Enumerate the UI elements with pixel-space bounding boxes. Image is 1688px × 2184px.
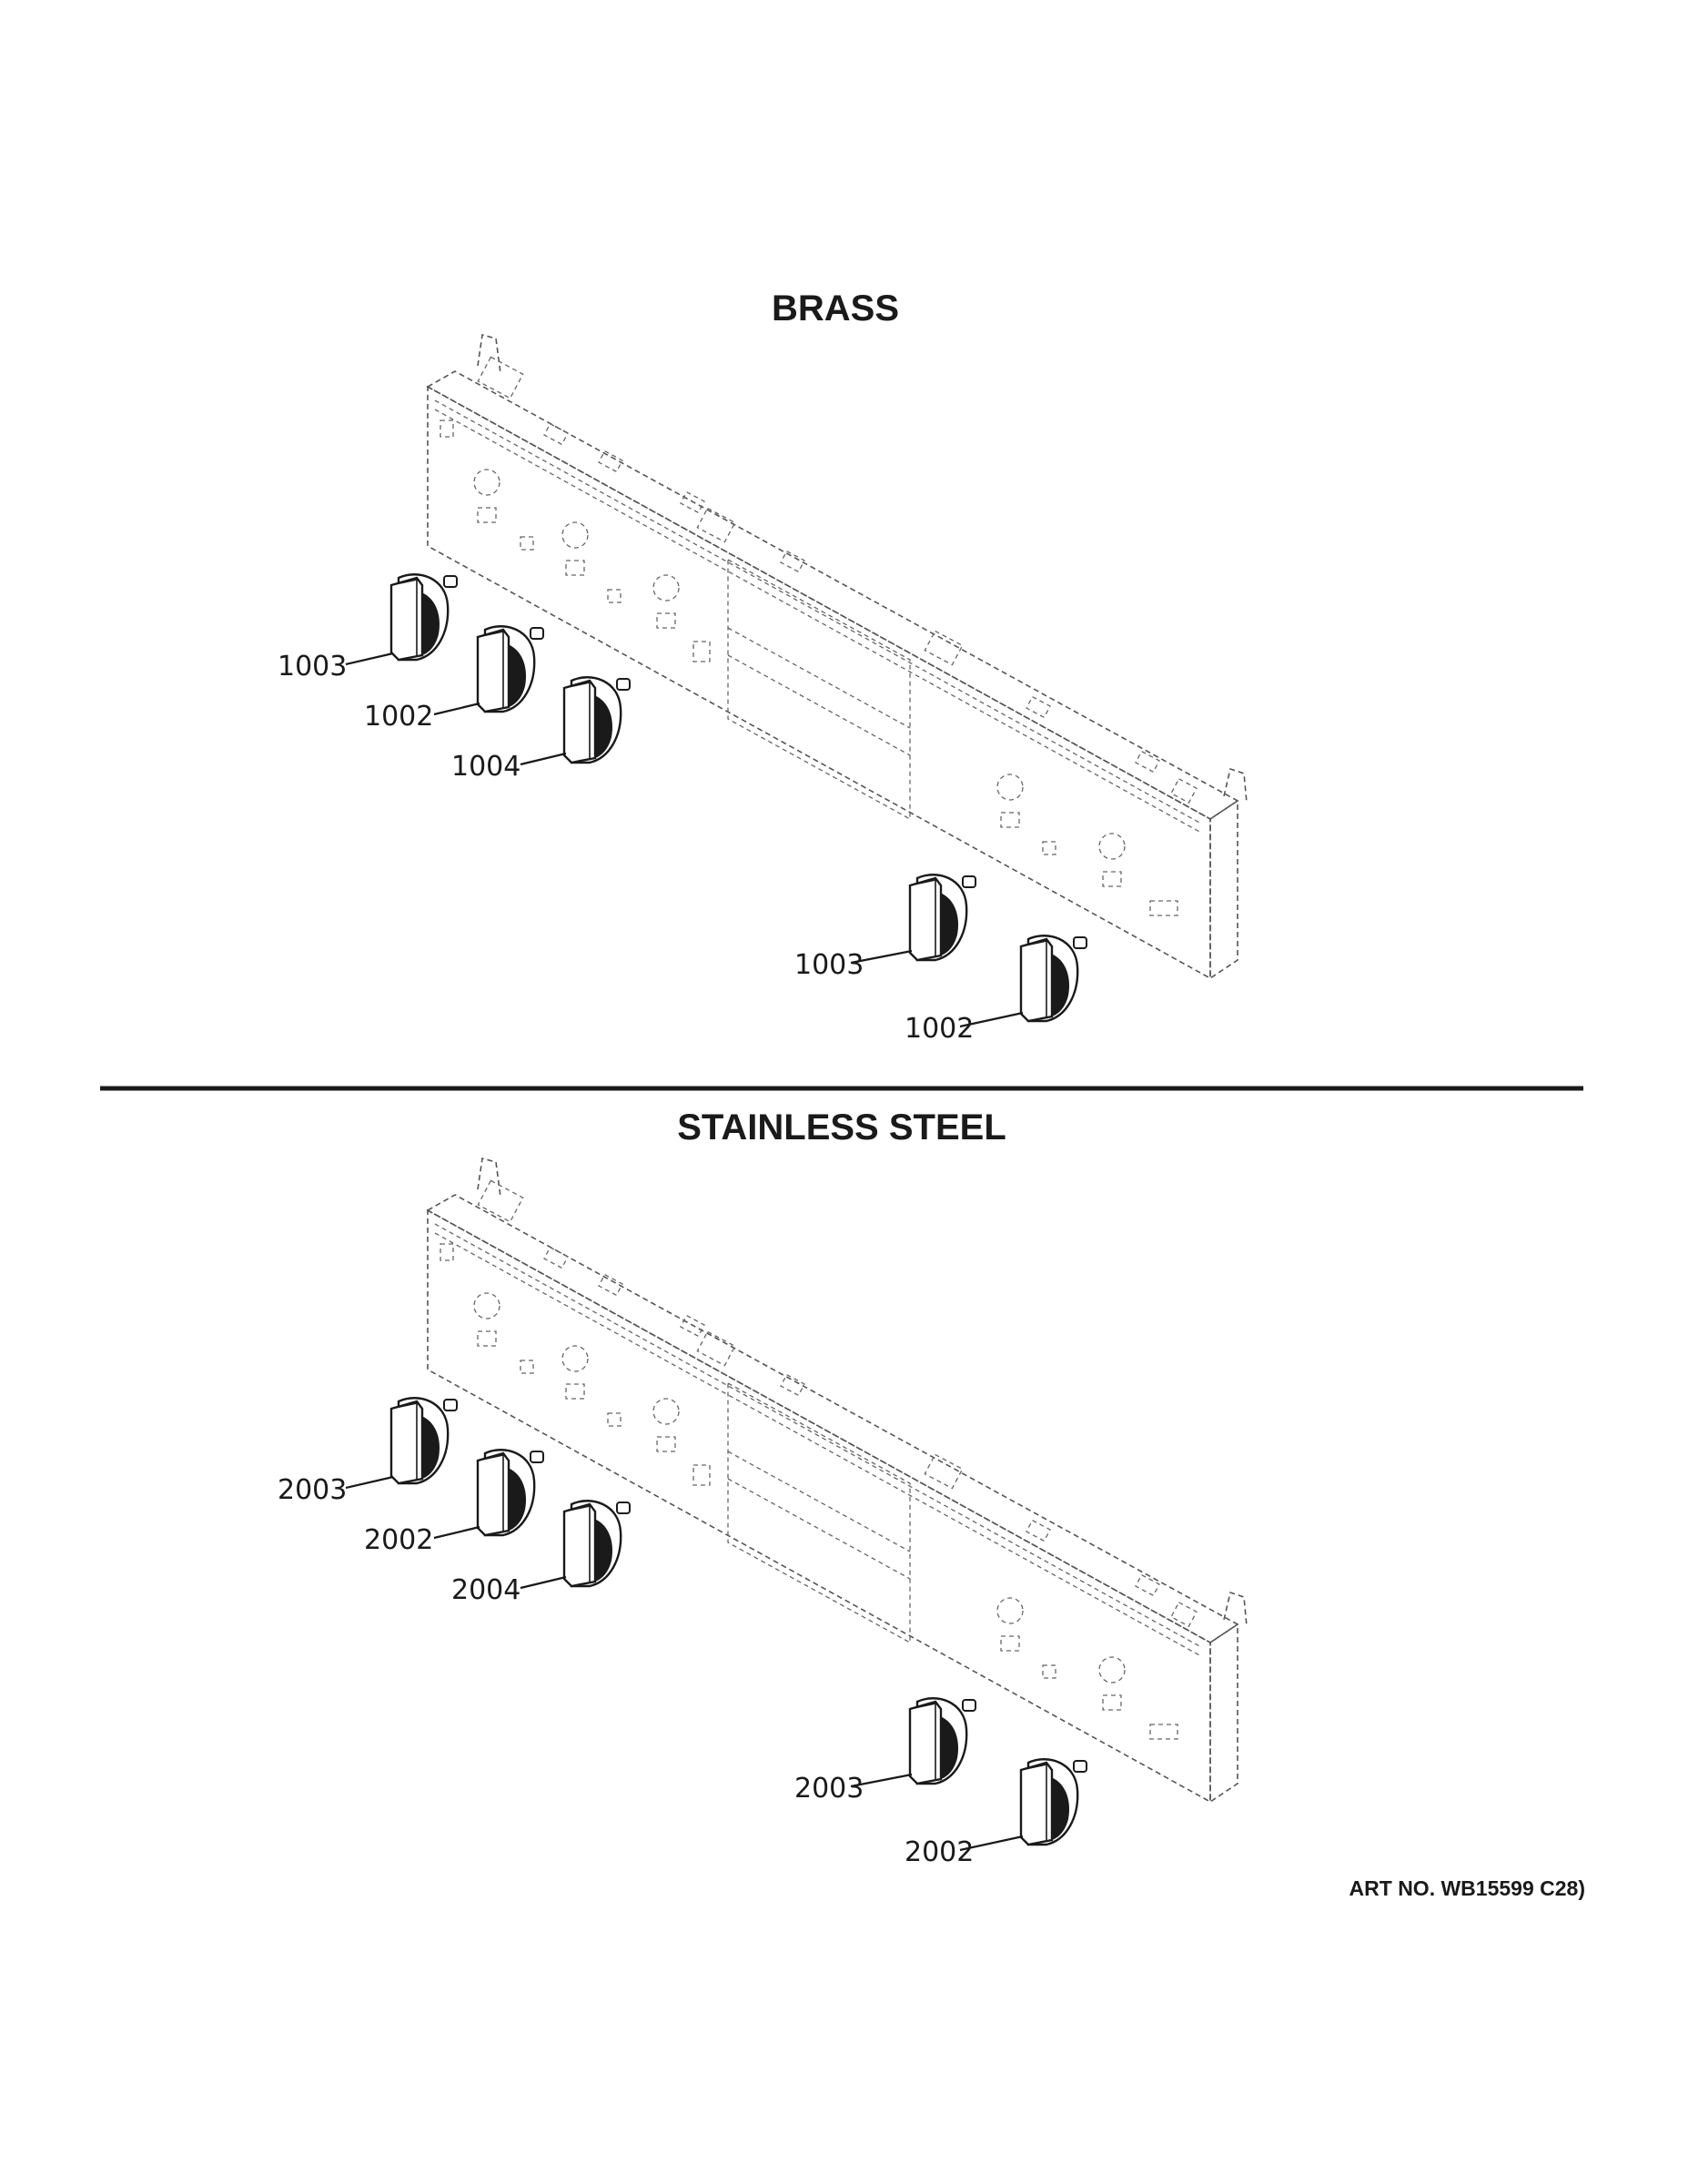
control-knob bbox=[1019, 1758, 1088, 1846]
callout-2002: 2002 bbox=[364, 1524, 433, 1556]
callout-1002: 1002 bbox=[364, 701, 433, 733]
section-title-stainless-steel: STAINLESS STEEL bbox=[677, 1107, 1006, 1148]
control-knob bbox=[562, 1500, 632, 1588]
control-knob bbox=[562, 676, 632, 764]
control-panel-outline bbox=[427, 1158, 1248, 1803]
section-title-brass: BRASS bbox=[772, 288, 899, 329]
control-panel-outline bbox=[427, 334, 1248, 979]
callout-1003: 1003 bbox=[278, 651, 347, 682]
control-knob bbox=[908, 874, 977, 962]
control-knob bbox=[476, 1449, 545, 1537]
callout-2003: 2003 bbox=[278, 1474, 347, 1506]
callout-2002: 2002 bbox=[905, 1836, 974, 1868]
control-knob bbox=[389, 1397, 459, 1485]
callout-1002: 1002 bbox=[905, 1013, 974, 1045]
art-number: ART NO. WB15599 C28) bbox=[1349, 1876, 1585, 1900]
control-knob bbox=[476, 625, 545, 713]
callout-2003: 2003 bbox=[794, 1773, 864, 1805]
control-knob bbox=[1019, 935, 1088, 1023]
callout-1003: 1003 bbox=[794, 949, 864, 981]
callout-2004: 2004 bbox=[451, 1574, 521, 1606]
control-knob bbox=[389, 573, 459, 662]
control-knob bbox=[908, 1697, 977, 1785]
callout-1004: 1004 bbox=[451, 751, 521, 783]
